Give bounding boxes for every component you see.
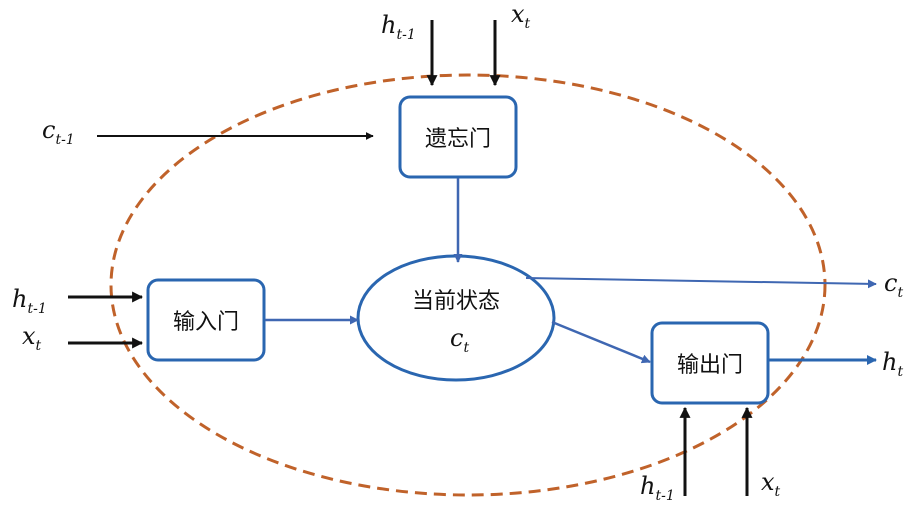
state-symbol-sub: t [463,340,469,356]
cell-state-out-arrow [525,277,877,289]
forget-gate: 遗忘门 [398,95,518,179]
cell-prev-label: ct-1 [42,116,75,148]
output-h-label: ht-1 [640,472,675,504]
input-h-label: ht-1 [12,285,47,317]
output-gate-label: 输出门 [677,353,743,378]
input-gate: 输入门 [146,278,266,362]
forget-gate-label: 遗忘门 [425,127,491,152]
cell-boundary [109,73,827,497]
forget-h-label: ht-1 [381,11,416,43]
hidden-out-label: ht [882,348,903,380]
current-state: 当前状态 ct [356,254,556,382]
input-gate-label: 输入门 [173,310,239,335]
state-symbol-main: c [450,324,463,352]
output-gate: 输出门 [650,321,770,405]
current-state-label: 当前状态 [412,289,500,314]
input-x-label: xt [22,322,42,354]
state-to-output-arrow [551,320,651,364]
output-x-label: xt [761,468,781,500]
cell-out-label: ct [884,269,903,301]
current-state-symbol: ct [450,324,469,356]
forget-x-label: xt [511,0,531,32]
